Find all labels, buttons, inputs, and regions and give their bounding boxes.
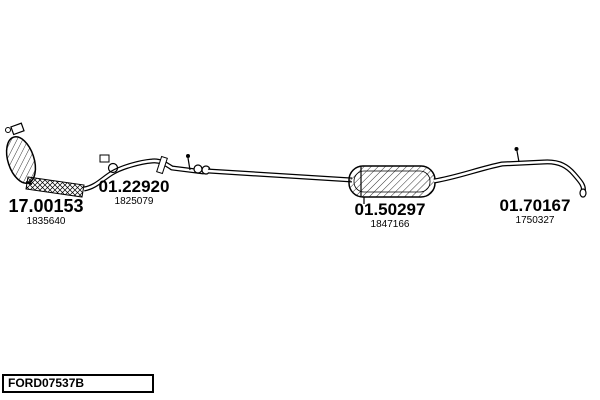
catalytic-converter bbox=[5, 122, 37, 185]
part-label-catalytic-converter: 17.00153 1835640 bbox=[1, 197, 91, 227]
part-label-rear-silencer: 01.50297 1847166 bbox=[345, 201, 435, 230]
part-ref: 1825079 bbox=[114, 195, 154, 207]
flex-pipe bbox=[25, 176, 85, 198]
rear-silencer bbox=[348, 165, 436, 204]
tail-pipe-end bbox=[579, 188, 587, 198]
tail-hanger-pin bbox=[514, 147, 519, 151]
part-ref: 1847166 bbox=[370, 218, 410, 230]
part-ref: 1750327 bbox=[515, 214, 555, 226]
rubber-hanger-ring bbox=[107, 162, 119, 174]
centre-pipe bbox=[207, 168, 353, 183]
tail-pipe bbox=[433, 147, 587, 198]
flange-ring-1 bbox=[193, 164, 203, 174]
part-number[interactable]: 01.50297 bbox=[354, 200, 426, 219]
part-number[interactable]: 01.70167 bbox=[499, 196, 571, 215]
diagram-code-box: FORD07537B bbox=[2, 374, 154, 393]
hanger-pin bbox=[186, 154, 190, 158]
hanger-bracket bbox=[99, 154, 110, 163]
pipe-clamp bbox=[156, 155, 168, 175]
part-label-flex-pipe: 01.22920 1825079 bbox=[90, 178, 178, 207]
part-number[interactable]: 01.22920 bbox=[98, 177, 170, 196]
part-label-tail-pipe: 01.70167 1750327 bbox=[491, 197, 579, 226]
part-ref: 1835640 bbox=[26, 215, 66, 227]
part-number[interactable]: 17.00153 bbox=[8, 196, 84, 216]
front-pipe bbox=[83, 154, 211, 192]
